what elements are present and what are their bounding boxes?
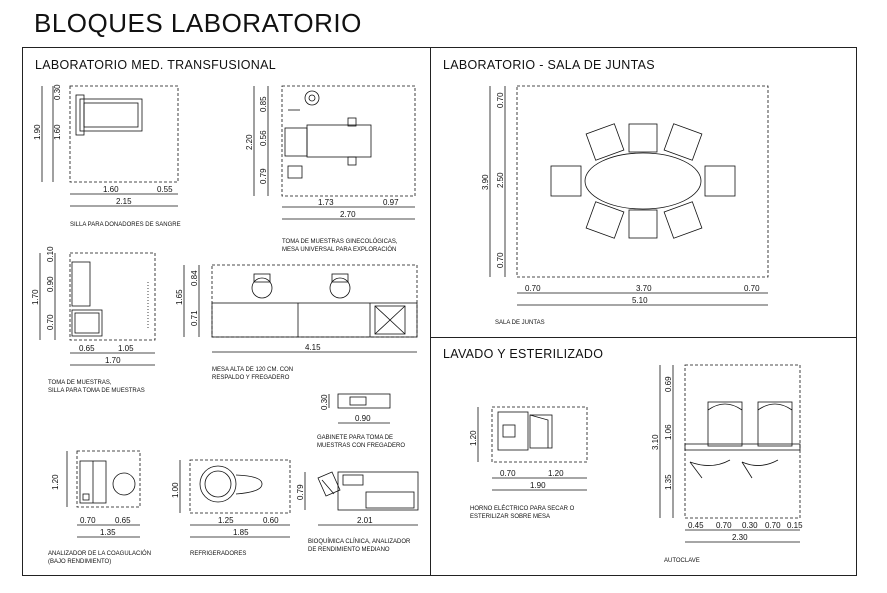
dim-label: 1.90 xyxy=(33,124,42,140)
caption-bioq: BIOQUÍMICA CLÍNICA, ANALIZADOR xyxy=(308,538,411,545)
dim-label: 0.71 xyxy=(190,310,199,326)
dim-label: 0.45 xyxy=(688,521,704,530)
caption-gabinete: MUESTRAS CON FREGADERO xyxy=(317,443,405,449)
dim-label: 0.70 xyxy=(716,521,732,530)
dim-label: 0.60 xyxy=(263,516,279,525)
dim-label: 0.70 xyxy=(80,516,96,525)
dim-label: 0.70 xyxy=(744,284,760,293)
dim-label: 2.50 xyxy=(496,172,505,188)
block-mesa-alta: 1.65 0.84 0.71 4.15 MESA ALTA DE 120 CM.… xyxy=(175,264,418,381)
dim-label: 1.25 xyxy=(218,516,234,525)
dim-label: 2.70 xyxy=(340,210,356,219)
dim-label: 0.85 xyxy=(259,96,268,112)
dim-label: 1.73 xyxy=(318,198,334,207)
dim-label: 1.35 xyxy=(664,474,673,490)
dim-label: 0.30 xyxy=(742,521,758,530)
dim-label: 0.65 xyxy=(79,344,95,353)
block-sala-juntas: 3.90 0.70 2.50 0.70 0.70 3.70 0.70 5.10 … xyxy=(481,85,769,326)
dim-label: 4.15 xyxy=(305,343,321,352)
dim-label: 1.35 xyxy=(100,528,116,537)
dim-label: 1.06 xyxy=(664,424,673,440)
dim-label: 0.69 xyxy=(664,376,673,392)
caption-analizador: (BAJO RENDIMIENTO) xyxy=(48,559,111,565)
dim-label: 0.70 xyxy=(765,521,781,530)
dim-label: 2.01 xyxy=(357,516,373,525)
dim-label: 0.70 xyxy=(496,92,505,108)
dim-label: 1.70 xyxy=(105,356,121,365)
dim-label: 2.30 xyxy=(732,533,748,542)
sheet-frame xyxy=(22,47,857,576)
dim-label: 1.70 xyxy=(31,289,40,305)
section-title-lavado: LAVADO Y ESTERILIZADO xyxy=(443,347,604,361)
section-title-transfusional: LABORATORIO MED. TRANSFUSIONAL xyxy=(35,58,276,72)
dim-label: 0.70 xyxy=(46,314,55,330)
block-toma-ginecologica: 2.20 0.85 0.56 0.79 1.73 0.97 2.70 TOMA … xyxy=(245,85,416,253)
dim-label: 5.10 xyxy=(632,296,648,305)
dim-label: 3.70 xyxy=(636,284,652,293)
block-silla-donadores: 1.90 0.30 1.60 1.60 0.55 2.15 SILLA PARA… xyxy=(33,84,181,228)
vertical-divider xyxy=(430,47,431,576)
caption-analizador: ANALIZADOR DE LA COAGULACIÓN xyxy=(48,550,151,557)
caption-horno: HORNO ELÉCTRICO PARA SECAR O xyxy=(470,505,575,512)
dim-label: 1.20 xyxy=(548,469,564,478)
page-title: BLOQUES LABORATORIO xyxy=(34,8,362,38)
dim-label: 0.90 xyxy=(355,414,371,423)
dim-label: 1.85 xyxy=(233,528,249,537)
dim-label: 0.90 xyxy=(46,276,55,292)
caption-mesa: RESPALDO Y FREGADERO xyxy=(212,375,290,381)
dim-label: 1.65 xyxy=(175,289,184,305)
dim-label: 2.20 xyxy=(245,134,254,150)
dim-label: 0.70 xyxy=(525,284,541,293)
horizontal-divider xyxy=(430,337,857,338)
section-title-juntas: LABORATORIO - SALA DE JUNTAS xyxy=(443,58,655,72)
dim-label: 0.55 xyxy=(157,185,173,194)
caption-silla: SILLA PARA DONADORES DE SANGRE xyxy=(70,222,181,228)
caption-mesa: MESA ALTA DE 120 CM. CON xyxy=(212,367,293,373)
block-analizador: 1.20 0.70 0.65 1.35 ANALIZADOR DE LA COA… xyxy=(48,450,151,565)
dim-label: 0.79 xyxy=(296,484,305,500)
block-gabinete: 0.30 0.90 GABINETE PARA TOMA DE MUESTRAS… xyxy=(317,393,405,449)
dim-label: 0.30 xyxy=(320,394,329,410)
dim-label: 0.65 xyxy=(115,516,131,525)
caption-sala: SALA DE JUNTAS xyxy=(495,320,545,326)
caption-gabinete: GABINETE PARA TOMA DE xyxy=(317,435,393,441)
dim-label: 1.20 xyxy=(51,474,60,490)
dim-label: 1.60 xyxy=(103,185,119,194)
dim-label: 1.00 xyxy=(171,482,180,498)
caption-toma: SILLA PARA TOMA DE MUESTRAS xyxy=(48,388,145,394)
dim-label: 0.79 xyxy=(259,168,268,184)
dim-label: 1.05 xyxy=(118,344,134,353)
dim-label: 1.90 xyxy=(530,481,546,490)
block-toma-muestras: 1.70 0.10 0.90 0.70 0.65 1.05 1.70 TOMA … xyxy=(31,246,156,394)
block-horno: 1.20 0.70 1.20 1.90 HORNO ELÉCTRICO PARA… xyxy=(469,406,588,520)
dim-label: 0.30 xyxy=(53,84,62,100)
dim-label: 0.70 xyxy=(500,469,516,478)
dim-label: 1.60 xyxy=(53,124,62,140)
block-bioquimica: 0.79 2.01 BIOQUÍMICA CLÍNICA, ANALIZADOR… xyxy=(296,471,419,553)
dim-label: 0.56 xyxy=(259,130,268,146)
dim-label: 1.20 xyxy=(469,430,478,446)
caption-toma: TOMA DE MUESTRAS, xyxy=(48,380,112,386)
dim-label: 0.10 xyxy=(46,246,55,262)
block-refrigeradores: 1.00 1.25 0.60 1.85 REFRIGERADORES xyxy=(171,459,291,557)
caption-refrig: REFRIGERADORES xyxy=(190,551,246,557)
dim-label: 0.70 xyxy=(496,252,505,268)
caption-bioq: DE RENDIMIENTO MEDIANO xyxy=(308,547,390,553)
dim-label: 2.15 xyxy=(116,197,132,206)
dim-label: 0.84 xyxy=(190,270,199,286)
block-autoclave: 3.10 0.69 1.06 1.35 0.45 0.70 0.30 0.70 … xyxy=(651,364,803,564)
caption-toma-gin: MESA UNIVERSAL PARA EXPLORACIÓN xyxy=(282,246,396,253)
dim-label: 0.15 xyxy=(787,521,803,530)
dim-label: 3.90 xyxy=(481,174,490,190)
dim-label: 0.97 xyxy=(383,198,399,207)
caption-horno: ESTERILIZAR SOBRE MESA xyxy=(470,514,550,520)
caption-toma-gin: TOMA DE MUESTRAS GINECOLÓGICAS, xyxy=(282,238,398,245)
caption-autoclave: AUTOCLAVE xyxy=(664,558,700,564)
dim-label: 3.10 xyxy=(651,434,660,450)
